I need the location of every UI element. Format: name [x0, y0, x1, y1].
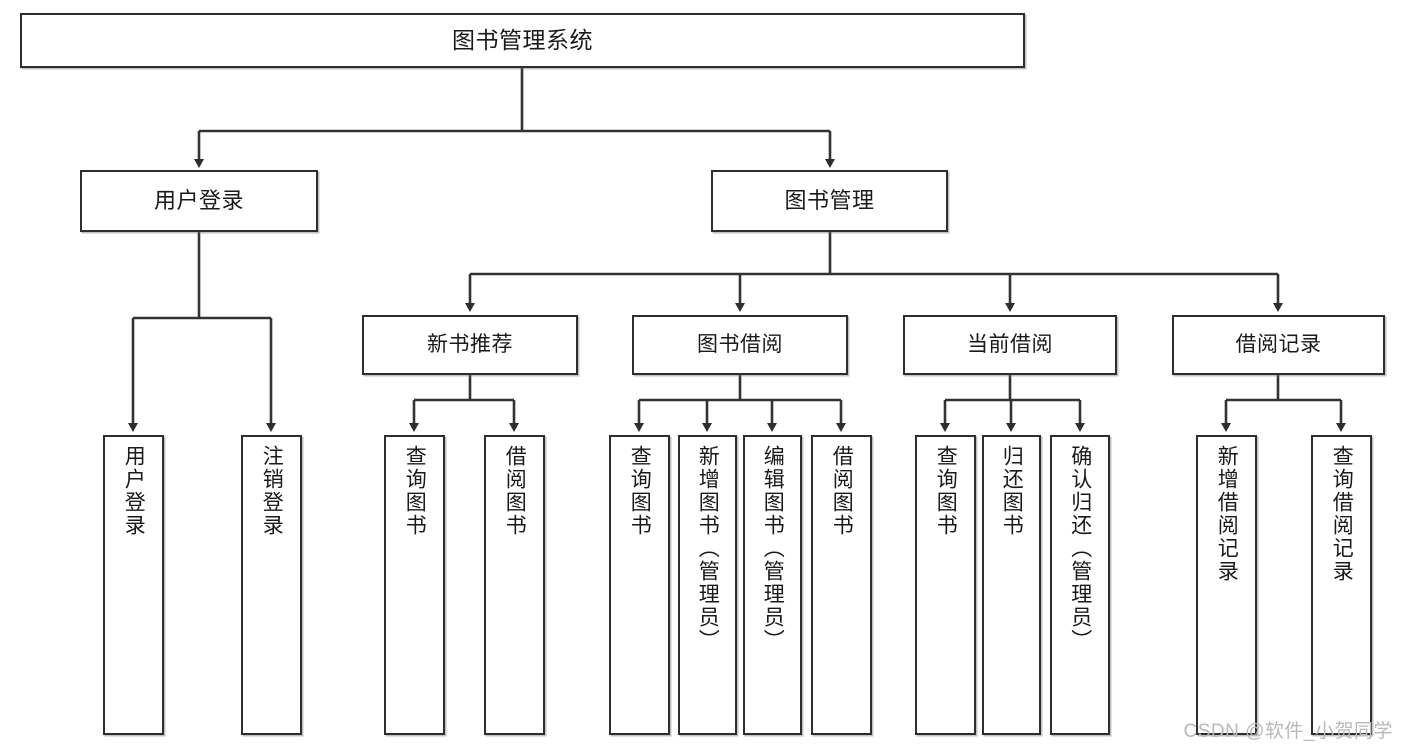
leaf-borrow-record-query-record[interactable]: 查询借阅记录 — [1311, 435, 1372, 735]
node-current-borrow[interactable]: 当前借阅 — [903, 315, 1117, 375]
leaf-book-borrow-query-book[interactable]: 查询图书 — [609, 435, 670, 735]
node-book-management[interactable]: 图书管理 — [711, 170, 948, 232]
leaf-user-login-logout[interactable]: 注销登录 — [241, 435, 302, 735]
leaf-current-borrow-return-book[interactable]: 归还图书 — [982, 435, 1041, 735]
leaf-current-borrow-query-book[interactable]: 查询图书 — [915, 435, 976, 735]
leaf-new-book-query-book[interactable]: 查询图书 — [384, 435, 445, 735]
node-label: 查询图书 — [934, 445, 958, 537]
node-label: 用户登录 — [122, 445, 146, 537]
node-new-book-recommend[interactable]: 新书推荐 — [362, 315, 578, 375]
node-label: 查询图书 — [403, 445, 427, 537]
node-label: 图书借阅 — [697, 332, 783, 356]
leaf-borrow-record-add-record[interactable]: 新增借阅记录 — [1196, 435, 1257, 735]
watermark: CSDN @软件_小贺同学 — [1183, 721, 1393, 742]
leaf-book-borrow-add-book-admin[interactable]: 新增图书（管理员） — [678, 435, 737, 735]
node-borrow-record[interactable]: 借阅记录 — [1172, 315, 1385, 375]
node-label: 新书推荐 — [427, 332, 513, 356]
node-label: 编辑图书（管理员） — [761, 445, 785, 652]
node-user-login[interactable]: 用户登录 — [80, 170, 318, 232]
node-label: 新增图书（管理员） — [696, 445, 720, 652]
node-label: 注销登录 — [260, 445, 284, 537]
leaf-book-borrow-borrow-book[interactable]: 借阅图书 — [811, 435, 872, 735]
node-label: 借阅图书 — [503, 445, 527, 537]
node-label: 当前借阅 — [967, 332, 1053, 356]
node-root-book-management-system[interactable]: 图书管理系统 — [20, 13, 1025, 68]
leaf-book-borrow-edit-book-admin[interactable]: 编辑图书（管理员） — [743, 435, 802, 735]
node-label: 新增借阅记录 — [1215, 445, 1239, 583]
node-book-borrow[interactable]: 图书借阅 — [632, 315, 848, 375]
leaf-current-borrow-confirm-return-admin[interactable]: 确认归还（管理员） — [1050, 435, 1110, 735]
leaf-new-book-borrow-book[interactable]: 借阅图书 — [484, 435, 545, 735]
node-label: 图书管理系统 — [452, 26, 593, 53]
node-label: 借阅记录 — [1235, 332, 1322, 356]
node-label: 图书管理 — [784, 188, 875, 214]
node-label: 查询图书 — [628, 445, 652, 537]
leaf-user-login-login[interactable]: 用户登录 — [103, 435, 164, 735]
node-label: 查询借阅记录 — [1330, 445, 1354, 583]
node-label: 确认归还（管理员） — [1068, 445, 1092, 652]
node-label: 用户登录 — [153, 188, 244, 214]
node-label: 借阅图书 — [830, 445, 854, 537]
node-label: 归还图书 — [1000, 445, 1024, 537]
